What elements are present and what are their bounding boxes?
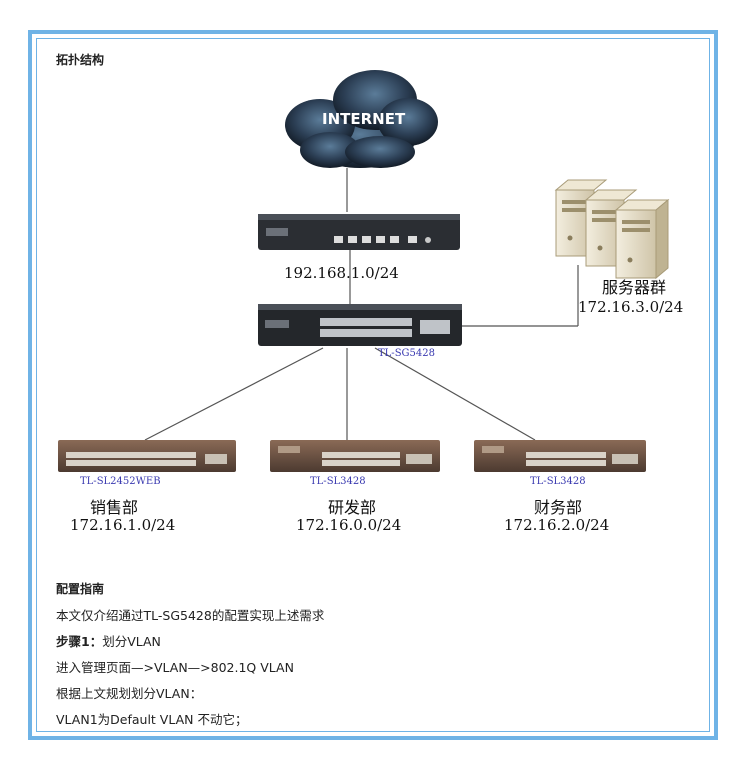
- finance-dept-name-label: 财务部: [534, 498, 583, 517]
- guide-vlan1: VLAN1为Default VLAN 不动它；: [56, 712, 248, 727]
- guide-intro: 本文仅介绍通过TL-SG5428的配置实现上述需求: [56, 608, 325, 623]
- finance-switch-model-label: TL-SL3428: [530, 476, 586, 487]
- finance-switch-device: [474, 440, 646, 472]
- router-subnet-label: 192.168.1.0/24: [284, 264, 399, 282]
- step-label: 步骤1：: [56, 634, 103, 649]
- rd-dept-name-label: 研发部: [328, 498, 377, 517]
- rd-switch-device: [270, 440, 440, 472]
- internet-label: INTERNET: [322, 110, 406, 128]
- link-lines: [144, 168, 579, 441]
- server-group-device: [554, 179, 670, 280]
- core-switch-device: [258, 304, 462, 346]
- guide-plan: 根据上文规划划分VLAN：: [56, 686, 203, 701]
- sales-dept-name-label: 销售部: [90, 498, 139, 517]
- link-core-sales: [144, 347, 324, 441]
- finance-dept-subnet-label: 172.16.2.0/24: [504, 516, 610, 534]
- topology-heading: 拓扑结构: [56, 53, 105, 67]
- server-group-name-label: 服务器群: [602, 278, 667, 297]
- router-device: [258, 214, 460, 250]
- sales-switch-model-label: TL-SL2452WEB: [80, 476, 161, 487]
- guide-step-line: 步骤1：划分VLAN: [56, 631, 161, 650]
- rd-switch-model-label: TL-SL3428: [310, 476, 366, 487]
- link-core-finance: [374, 347, 536, 441]
- core-switch-model-label: TL-SG5428: [378, 348, 435, 359]
- sales-switch-device: [58, 440, 236, 472]
- step-text: 划分VLAN: [102, 634, 161, 649]
- sales-dept-subnet-label: 172.16.1.0/24: [70, 516, 176, 534]
- internet-cloud: [285, 70, 438, 168]
- inner-frame: [36, 38, 710, 732]
- guide-heading: 配置指南: [56, 582, 105, 596]
- outer-frame: [28, 30, 718, 740]
- server-group-subnet-label: 172.16.3.0/24: [578, 298, 684, 316]
- rd-dept-subnet-label: 172.16.0.0/24: [296, 516, 402, 534]
- guide-nav-path: 进入管理页面—>VLAN—>802.1Q VLAN: [56, 660, 294, 675]
